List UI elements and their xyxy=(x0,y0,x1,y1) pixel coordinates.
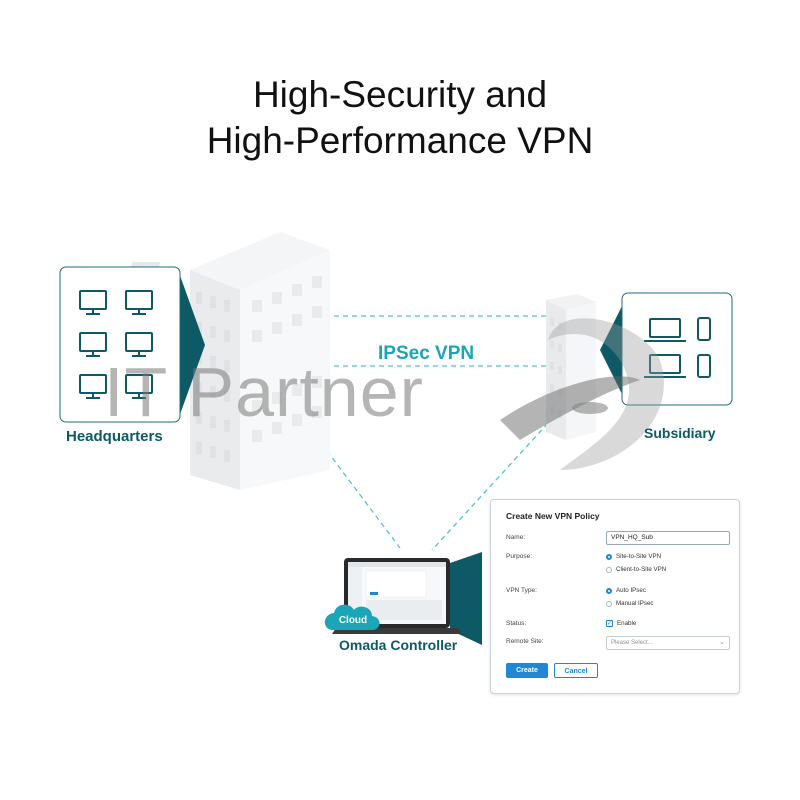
purpose-option-label: Client-to-Site VPN xyxy=(616,566,667,573)
subsidiary-label: Subsidiary xyxy=(644,425,716,441)
page-title: High-Security and High-Performance VPN xyxy=(0,72,800,164)
laptop-controller xyxy=(332,552,482,645)
radio-selected-icon[interactable] xyxy=(606,553,612,560)
desktop-monitor-icon xyxy=(79,290,107,315)
cancel-button[interactable]: Cancel xyxy=(554,663,598,678)
checkbox-icon[interactable]: ✓ xyxy=(606,620,613,627)
vpn-type-label: VPN Type: xyxy=(506,587,537,594)
vpn-type-option-manual[interactable]: Manual IPsec xyxy=(606,600,654,607)
purpose-option-site-to-site[interactable]: Site-to-Site VPN xyxy=(606,553,661,560)
omada-controller-label: Omada Controller xyxy=(339,637,458,653)
radio-unselected-icon[interactable] xyxy=(606,600,612,607)
desktop-monitor-icons xyxy=(79,290,153,399)
subsidiary-device-panel xyxy=(600,292,733,406)
purpose-option-client-to-site[interactable]: Client-to-Site VPN xyxy=(606,566,666,573)
cloud-label: Cloud xyxy=(338,615,368,626)
phone-icon xyxy=(697,354,711,378)
watermark-text: IT Partner xyxy=(104,353,424,431)
phone-icon xyxy=(697,317,711,341)
radio-unselected-icon[interactable] xyxy=(606,566,612,573)
hq-device-panel xyxy=(59,266,205,423)
watermark-logo-swoosh xyxy=(500,318,664,470)
name-input[interactable]: VPN_HQ_Sub xyxy=(606,531,730,545)
desktop-monitor-icon xyxy=(125,290,153,315)
status-enable-checkbox[interactable]: ✓ Enable xyxy=(606,620,636,627)
desktop-monitor-icon xyxy=(125,374,153,399)
hq-building xyxy=(129,232,330,490)
vpn-link-sub-controller xyxy=(431,409,561,551)
purpose-label: Purpose: xyxy=(506,553,533,560)
title-line-2: High-Performance VPN xyxy=(206,120,594,161)
create-button[interactable]: Create xyxy=(506,663,548,678)
remote-site-select[interactable]: Please Select... ⌄ xyxy=(606,636,730,650)
radio-selected-icon[interactable] xyxy=(606,587,612,594)
status-option-label: Enable xyxy=(617,620,637,627)
remote-site-label: Remote Site: xyxy=(506,638,544,645)
ipsec-vpn-label: IPSec VPN xyxy=(378,343,475,364)
laptop-icon xyxy=(644,318,686,342)
cloud-icon xyxy=(324,604,380,630)
vpn-type-option-label: Manual IPsec xyxy=(616,600,654,607)
desktop-monitor-icon xyxy=(125,332,153,357)
laptop-icon xyxy=(644,354,686,378)
subsidiary-building xyxy=(546,294,596,440)
status-label: Status: xyxy=(506,620,527,627)
name-label: Name: xyxy=(506,534,526,541)
desktop-monitor-icon xyxy=(79,374,107,399)
chevron-down-icon: ⌄ xyxy=(719,639,725,646)
dialog-title: Create New VPN Policy xyxy=(506,511,600,521)
vpn-type-option-label: Auto IPsec xyxy=(616,587,646,594)
remote-site-placeholder: Please Select... xyxy=(611,640,653,646)
vpn-type-option-auto[interactable]: Auto IPsec xyxy=(606,587,646,594)
title-line-1: High-Security and xyxy=(252,74,548,115)
create-vpn-policy-dialog: Create New VPN Policy Name: VPN_HQ_Sub P… xyxy=(490,499,740,694)
purpose-option-label: Site-to-Site VPN xyxy=(616,553,662,560)
headquarters-label: Headquarters xyxy=(66,428,163,445)
desktop-monitor-icon xyxy=(79,332,107,357)
